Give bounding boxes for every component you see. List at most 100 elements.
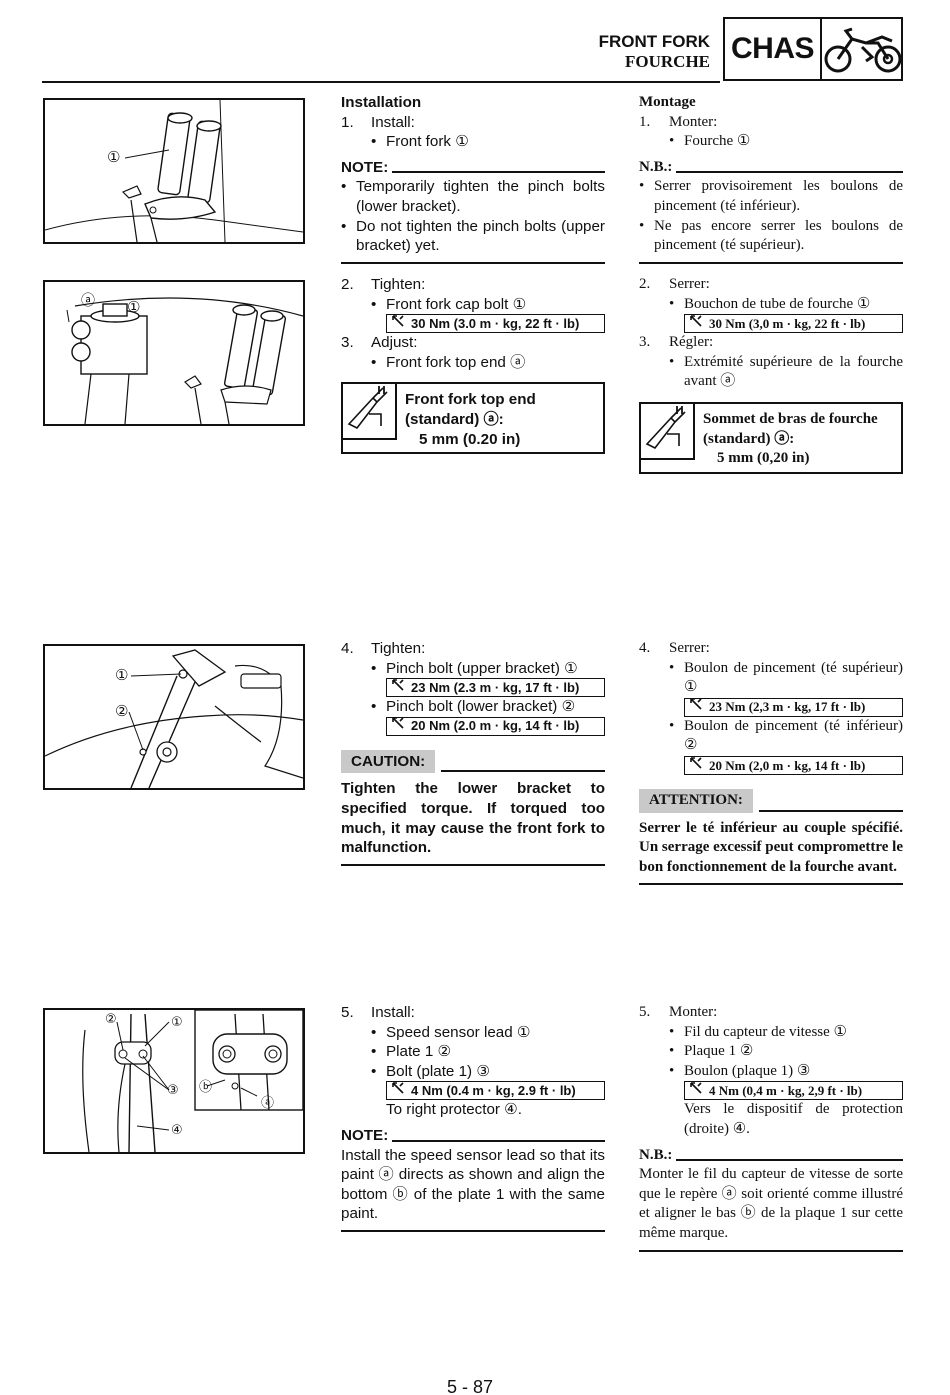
wrench-icon: [391, 678, 411, 698]
section-label: CHAS: [725, 19, 823, 79]
en-section-3: 4. Tighten: •Pinch bolt (upper bracket) ①…: [341, 639, 605, 866]
section-badge: CHAS: [723, 17, 903, 81]
figure-callout-3: ③: [167, 1082, 179, 1097]
torque-value: 30 Nm (3.0 m · kg, 22 ft · lb): [411, 315, 580, 331]
wrench-icon: [391, 314, 411, 334]
fr-heading: Montage: [639, 94, 696, 110]
fr-step-5: 5.Monter:: [639, 1003, 903, 1023]
bullet-text: Bolt (plate 1) ③: [386, 1062, 490, 1080]
step-number: 4.: [639, 640, 651, 656]
step-number: 1.: [341, 113, 354, 131]
motorcycle-icon: [822, 19, 904, 79]
fr-caution-text: Serrer le té inférieur au couple spécifi…: [639, 819, 903, 875]
fr-section-4: 5.Monter: •Fil du capteur de vitesse ① •…: [639, 1003, 903, 1252]
wrench-icon: [391, 1081, 411, 1101]
step-text: Install:: [371, 113, 415, 131]
fr-section-1: Montage 1.Monter: •Fourche ① N.B.: •Serr…: [639, 93, 903, 264]
fr-caution-header: ATTENTION:: [639, 788, 903, 813]
en-caution-header: CAUTION:: [341, 749, 605, 774]
fr-note-item: •Serrer provisoirement les boulons de pi…: [639, 177, 903, 216]
en-step-2: 2.Tighten:: [341, 275, 605, 295]
caution-label: CAUTION:: [341, 749, 436, 774]
en-torque-spec: 23 Nm (2.3 m · kg, 17 ft · lb): [386, 678, 605, 698]
bullet-text: Front fork top end ⓐ: [386, 353, 526, 371]
caution-label: ATTENTION:: [639, 788, 753, 813]
step-text: Install:: [371, 1004, 415, 1021]
fr-bullet: •Plaque 1 ②: [639, 1042, 903, 1062]
bullet-text: Bouchon de tube de fourche ①: [684, 295, 871, 312]
en-note-item: •Temporarily tighten the pinch bolts (lo…: [341, 178, 605, 215]
caliper-icon: [641, 403, 695, 460]
en-torque-spec: 4 Nm (0.4 m · kg, 2.9 ft · lb): [386, 1081, 605, 1101]
en-note-header: NOTE:: [341, 1126, 605, 1146]
note-label: NOTE:: [341, 1126, 389, 1144]
step-text: Serrer:: [669, 640, 710, 656]
fr-after-text: Vers le dispositif de protection (droite…: [684, 1101, 903, 1137]
en-note-header: NOTE:: [341, 158, 605, 178]
en-after-text: To right protector ④.: [386, 1101, 523, 1119]
spec-line: (standard) ⓐ:: [703, 430, 795, 447]
en-step-5: 5.Install:: [341, 1003, 605, 1023]
fr-bullet: •Fil du capteur de vitesse ①: [639, 1023, 903, 1043]
en-note-end-rule: [341, 261, 605, 264]
torque-value: 23 Nm (2,3 m · kg, 17 ft · lb): [709, 699, 866, 715]
spec-text: Sommet de bras de fourche (standard) ⓐ: …: [695, 404, 886, 472]
fr-bullet: •Fourche ①: [639, 132, 903, 152]
step-text: Serrer:: [669, 276, 710, 292]
step-text: Tighten:: [371, 640, 426, 657]
bullet-text: Plate 1 ②: [386, 1043, 452, 1061]
fr-bullet: •Boulon de pincement (té inférieur) ②: [639, 717, 903, 756]
en-bullet: •Speed sensor lead ①: [371, 1023, 531, 1041]
en-bullet: •Pinch bolt (upper bracket) ①: [371, 659, 578, 677]
fr-torque-spec: 30 Nm (3,0 m · kg, 22 ft · lb): [684, 314, 903, 334]
step-number: 1.: [639, 113, 651, 130]
bullet-text: Front fork cap bolt ①: [386, 295, 527, 313]
fr-bullet: •Boulon de pincement (té supérieur) ①: [639, 659, 903, 698]
caliper-icon: [343, 384, 397, 441]
en-section-4: 5.Install: •Speed sensor lead ① •Plate 1…: [341, 1003, 605, 1232]
step-number: 4.: [341, 640, 354, 657]
en-section-1: Installation 1.Install: •Front fork ① NO…: [341, 93, 605, 264]
note-label: N.B.:: [639, 1146, 673, 1163]
bullet-text: Fil du capteur de vitesse ①: [684, 1023, 847, 1040]
step-text: Régler:: [669, 334, 714, 351]
figure-callout-a: ⓐ: [81, 292, 95, 308]
spec-line: Sommet de bras de fourche: [703, 410, 878, 427]
fr-section-3: 4. Serrer: •Boulon de pincement (té supér…: [639, 639, 903, 886]
torque-value: 23 Nm (2.3 m · kg, 17 ft · lb): [411, 679, 580, 695]
step-number: 2.: [639, 276, 651, 292]
header-rule: [42, 81, 720, 83]
fr-caution-end-rule: [639, 883, 903, 886]
bullet-text: Speed sensor lead ①: [386, 1023, 531, 1041]
en-spec-box: Front fork top end (standard) ⓐ: 5 mm (0…: [341, 382, 605, 455]
wrench-icon: [391, 716, 411, 736]
fr-step-4: 4. Serrer:: [639, 639, 903, 659]
en-note-item: •Do not tighten the pinch bolts (upper b…: [341, 217, 605, 255]
page-number: 5 - 87: [447, 1377, 494, 1395]
fr-torque-spec: 23 Nm (2,3 m · kg, 17 ft · lb): [684, 697, 903, 717]
note-text: Do not tighten the pinch bolts (upper br…: [356, 217, 605, 255]
bullet-text: Front fork ①: [386, 133, 469, 151]
wrench-icon: [689, 756, 709, 776]
fr-section-2: 2.Serrer: •Bouchon de tube de fourche ① …: [639, 275, 903, 474]
torque-value: 20 Nm (2.0 m · kg, 14 ft · lb): [411, 718, 580, 734]
en-torque-spec: 20 Nm (2.0 m · kg, 14 ft · lb): [386, 716, 605, 736]
figure-callout-2: ②: [105, 1011, 117, 1026]
wrench-icon: [689, 1081, 709, 1101]
spec-text: Front fork top end (standard) ⓐ: 5 mm (0…: [397, 384, 544, 452]
note-text: Serrer provisoirement les boulons de pin…: [654, 178, 903, 214]
step-number: 3.: [341, 334, 354, 352]
fr-note-end-rule: [639, 261, 903, 264]
fr-spec-box: Sommet de bras de fourche (standard) ⓐ: …: [639, 401, 903, 474]
bullet-text: Pinch bolt (lower bracket) ②: [386, 698, 576, 716]
figure-front-fork-install: ①: [43, 98, 305, 244]
figure-speed-sensor: ② ① ③ ④ ⓑ ⓐ: [43, 1008, 305, 1154]
note-text: Temporarily tighten the pinch bolts (low…: [356, 178, 605, 215]
figure-callout-1: ①: [171, 1014, 183, 1029]
spec-line: (standard) ⓐ:: [405, 410, 504, 428]
bullet-text: Pinch bolt (upper bracket) ①: [386, 659, 578, 677]
fr-note-text: Monter le fil du capteur de vitesse de s…: [639, 1166, 903, 1241]
step-text: Monter:: [669, 1004, 718, 1020]
note-text: Ne pas encore serrer les boulons de pinc…: [654, 217, 903, 254]
en-torque-spec: 30 Nm (3.0 m · kg, 22 ft · lb): [386, 314, 605, 334]
